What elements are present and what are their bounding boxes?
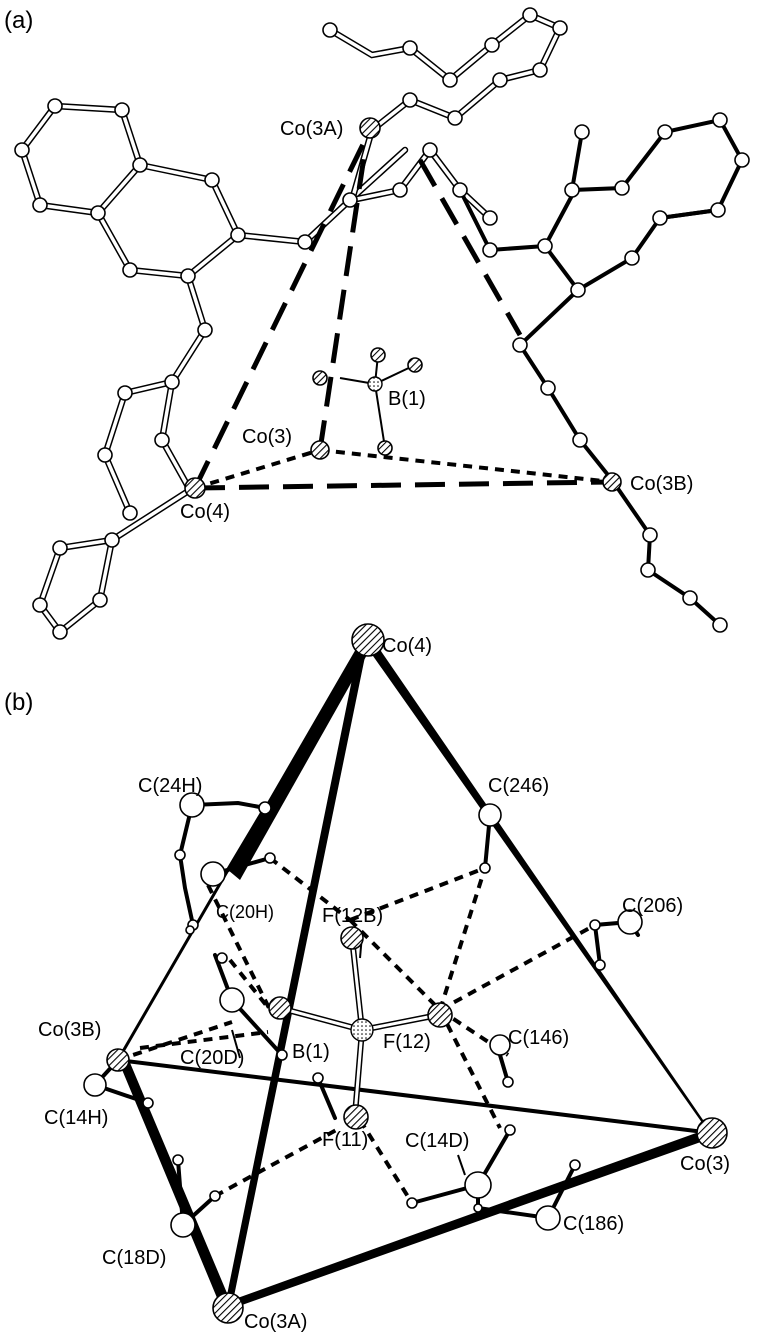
co3b-atom-b xyxy=(106,1048,130,1072)
bf4-anion-a xyxy=(312,347,423,456)
f12-atom xyxy=(427,1002,453,1028)
label-c206-b: C(206) xyxy=(622,895,683,917)
label-c186-b: C(186) xyxy=(563,1213,624,1235)
f12b-atom xyxy=(340,926,364,950)
panel-a-label: (a) xyxy=(4,7,33,34)
carbon-atoms-a xyxy=(14,7,750,640)
label-b1-a: B(1) xyxy=(388,388,426,410)
label-f11-b: F(11) xyxy=(322,1129,368,1151)
co3-atom-b xyxy=(696,1117,728,1149)
co3a-atom-a xyxy=(359,117,381,139)
label-f12b-b: F(12B) xyxy=(322,905,383,927)
label-c24h-b: C(24H) xyxy=(138,775,202,797)
fluorine-atom xyxy=(312,370,328,386)
label-c20d-b: C(20D) xyxy=(180,1047,244,1069)
label-co3a-a: Co(3A) xyxy=(280,118,343,140)
bf4-anion-b xyxy=(268,926,453,1130)
panel-a: (a) xyxy=(4,7,750,640)
label-co3b-a: Co(3B) xyxy=(630,473,693,495)
label-co3-a: Co(3) xyxy=(242,426,292,448)
co-tetrahedron-edges-a xyxy=(192,128,613,491)
co3a-atom-b xyxy=(212,1292,244,1324)
label-c18d-b: C(18D) xyxy=(102,1247,166,1269)
label-f12-b: F(12) xyxy=(383,1031,431,1053)
co4-atom-b xyxy=(351,623,385,657)
label-c146-b: C(146) xyxy=(508,1027,569,1049)
carbon-atoms-b xyxy=(83,792,643,1238)
co3b-atom-a xyxy=(602,472,622,492)
fluorine-atom xyxy=(377,440,393,456)
hydrogen-bond-contacts-b xyxy=(117,856,596,1205)
label-b1-b: B(1) xyxy=(292,1041,330,1063)
label-c20h-b: C(20H) xyxy=(216,902,274,922)
co-tetrahedron-edges-b xyxy=(116,638,713,1310)
label-c246-b: C(246) xyxy=(488,775,549,797)
panel-b: (b) xyxy=(4,623,730,1333)
label-co4-b: Co(4) xyxy=(382,635,432,657)
boron-atom xyxy=(367,376,383,392)
f11-atom xyxy=(343,1104,369,1130)
right-naphthalene-ring xyxy=(458,117,745,627)
label-c14d-b: C(14D) xyxy=(405,1130,469,1152)
label-co3-b: Co(3) xyxy=(680,1153,730,1175)
co3-atom-a xyxy=(310,440,330,460)
panel-b-label: (b) xyxy=(4,689,33,716)
b1-atom xyxy=(350,1018,374,1042)
label-c14h-b: C(14H) xyxy=(44,1107,108,1129)
label-co4-a: Co(4) xyxy=(180,501,230,523)
co4-atom-a xyxy=(184,477,206,499)
fluorine-atom xyxy=(370,347,386,363)
label-co3b-b: Co(3B) xyxy=(38,1019,101,1041)
fluorine-atom xyxy=(268,996,292,1020)
fluorine-atom xyxy=(407,357,423,373)
label-co3a-b: Co(3A) xyxy=(244,1311,307,1333)
